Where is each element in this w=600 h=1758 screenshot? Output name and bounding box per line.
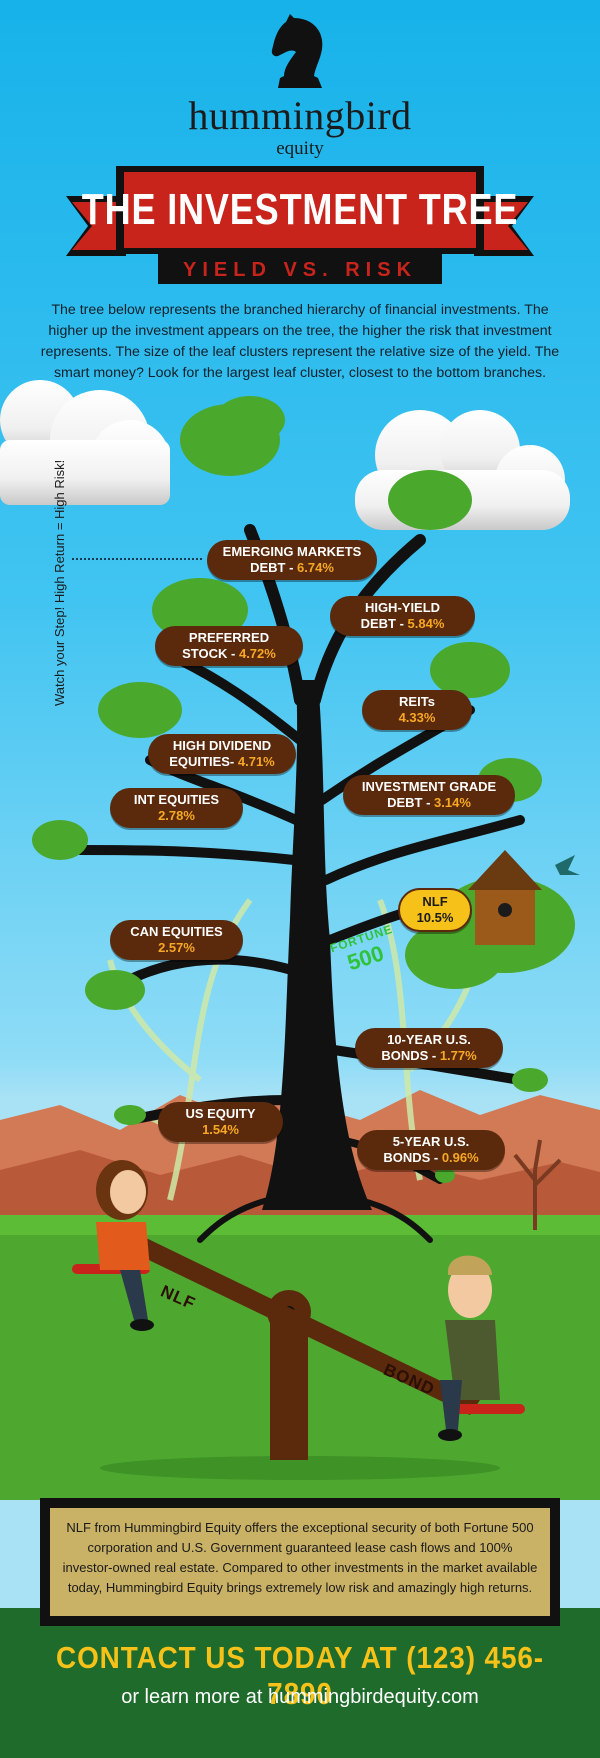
brand-name: hummingbird [188, 93, 412, 138]
side-note: Watch your Step! High Return = High Risk… [52, 459, 67, 706]
cloud-left [0, 380, 170, 505]
hummingbird-icon [555, 855, 580, 875]
title-ribbon [66, 166, 534, 284]
label-10-year-bonds: 10-YEAR U.S.BONDS - 1.77% [355, 1028, 503, 1068]
tree-scene [0, 380, 600, 1500]
risk-guide-line [72, 558, 202, 560]
girl-figure [96, 1160, 154, 1331]
contact-cta[interactable]: CONTACT US TODAY AT (123) 456-7890 [56, 1640, 544, 1711]
brand-subtitle: equity [276, 138, 324, 159]
footer-band [0, 1608, 600, 1758]
website-link[interactable]: or learn more at hummingbirdequity.com [121, 1686, 479, 1708]
label-5-year-bonds: 5-YEAR U.S.BONDS - 0.96% [357, 1130, 505, 1170]
intro-text: The tree below represents the branched h… [40, 302, 560, 381]
birdhouse [468, 850, 542, 945]
page-subtitle: YIELD VS. RISK [182, 259, 418, 281]
info-box: NLF from Hummingbird Equity offers the e… [40, 1498, 560, 1626]
knight-chess-icon [271, 14, 323, 88]
page-title: THE INVESTMENT TREE [81, 185, 519, 234]
info-text: NLF from Hummingbird Equity offers the e… [62, 1520, 538, 1595]
boy-figure [438, 1255, 500, 1441]
